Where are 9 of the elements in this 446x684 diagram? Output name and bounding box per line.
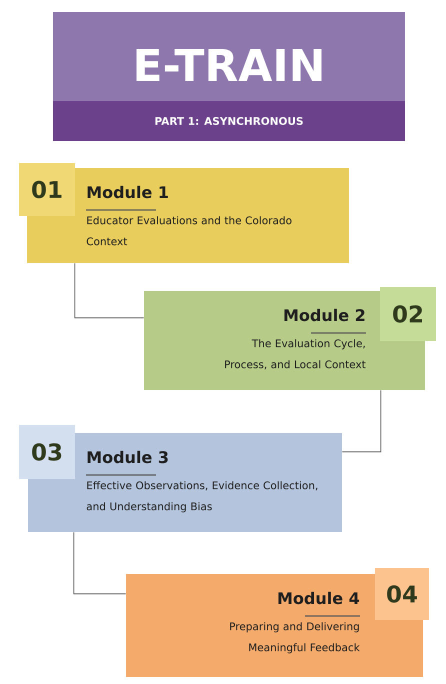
title-banner: E-TRAIN PART 1: ASYNCHRONOUS bbox=[53, 12, 405, 141]
number-badge: 04 bbox=[375, 568, 429, 620]
connector-line bbox=[342, 390, 382, 452]
number-badge: 01 bbox=[19, 163, 75, 216]
number-badge: 03 bbox=[19, 425, 75, 479]
connector-line bbox=[73, 532, 126, 594]
number-badge: 02 bbox=[380, 287, 436, 341]
connector-line bbox=[74, 262, 144, 318]
node-label: PART 1: ASYNCHRONOUS bbox=[155, 117, 303, 125]
